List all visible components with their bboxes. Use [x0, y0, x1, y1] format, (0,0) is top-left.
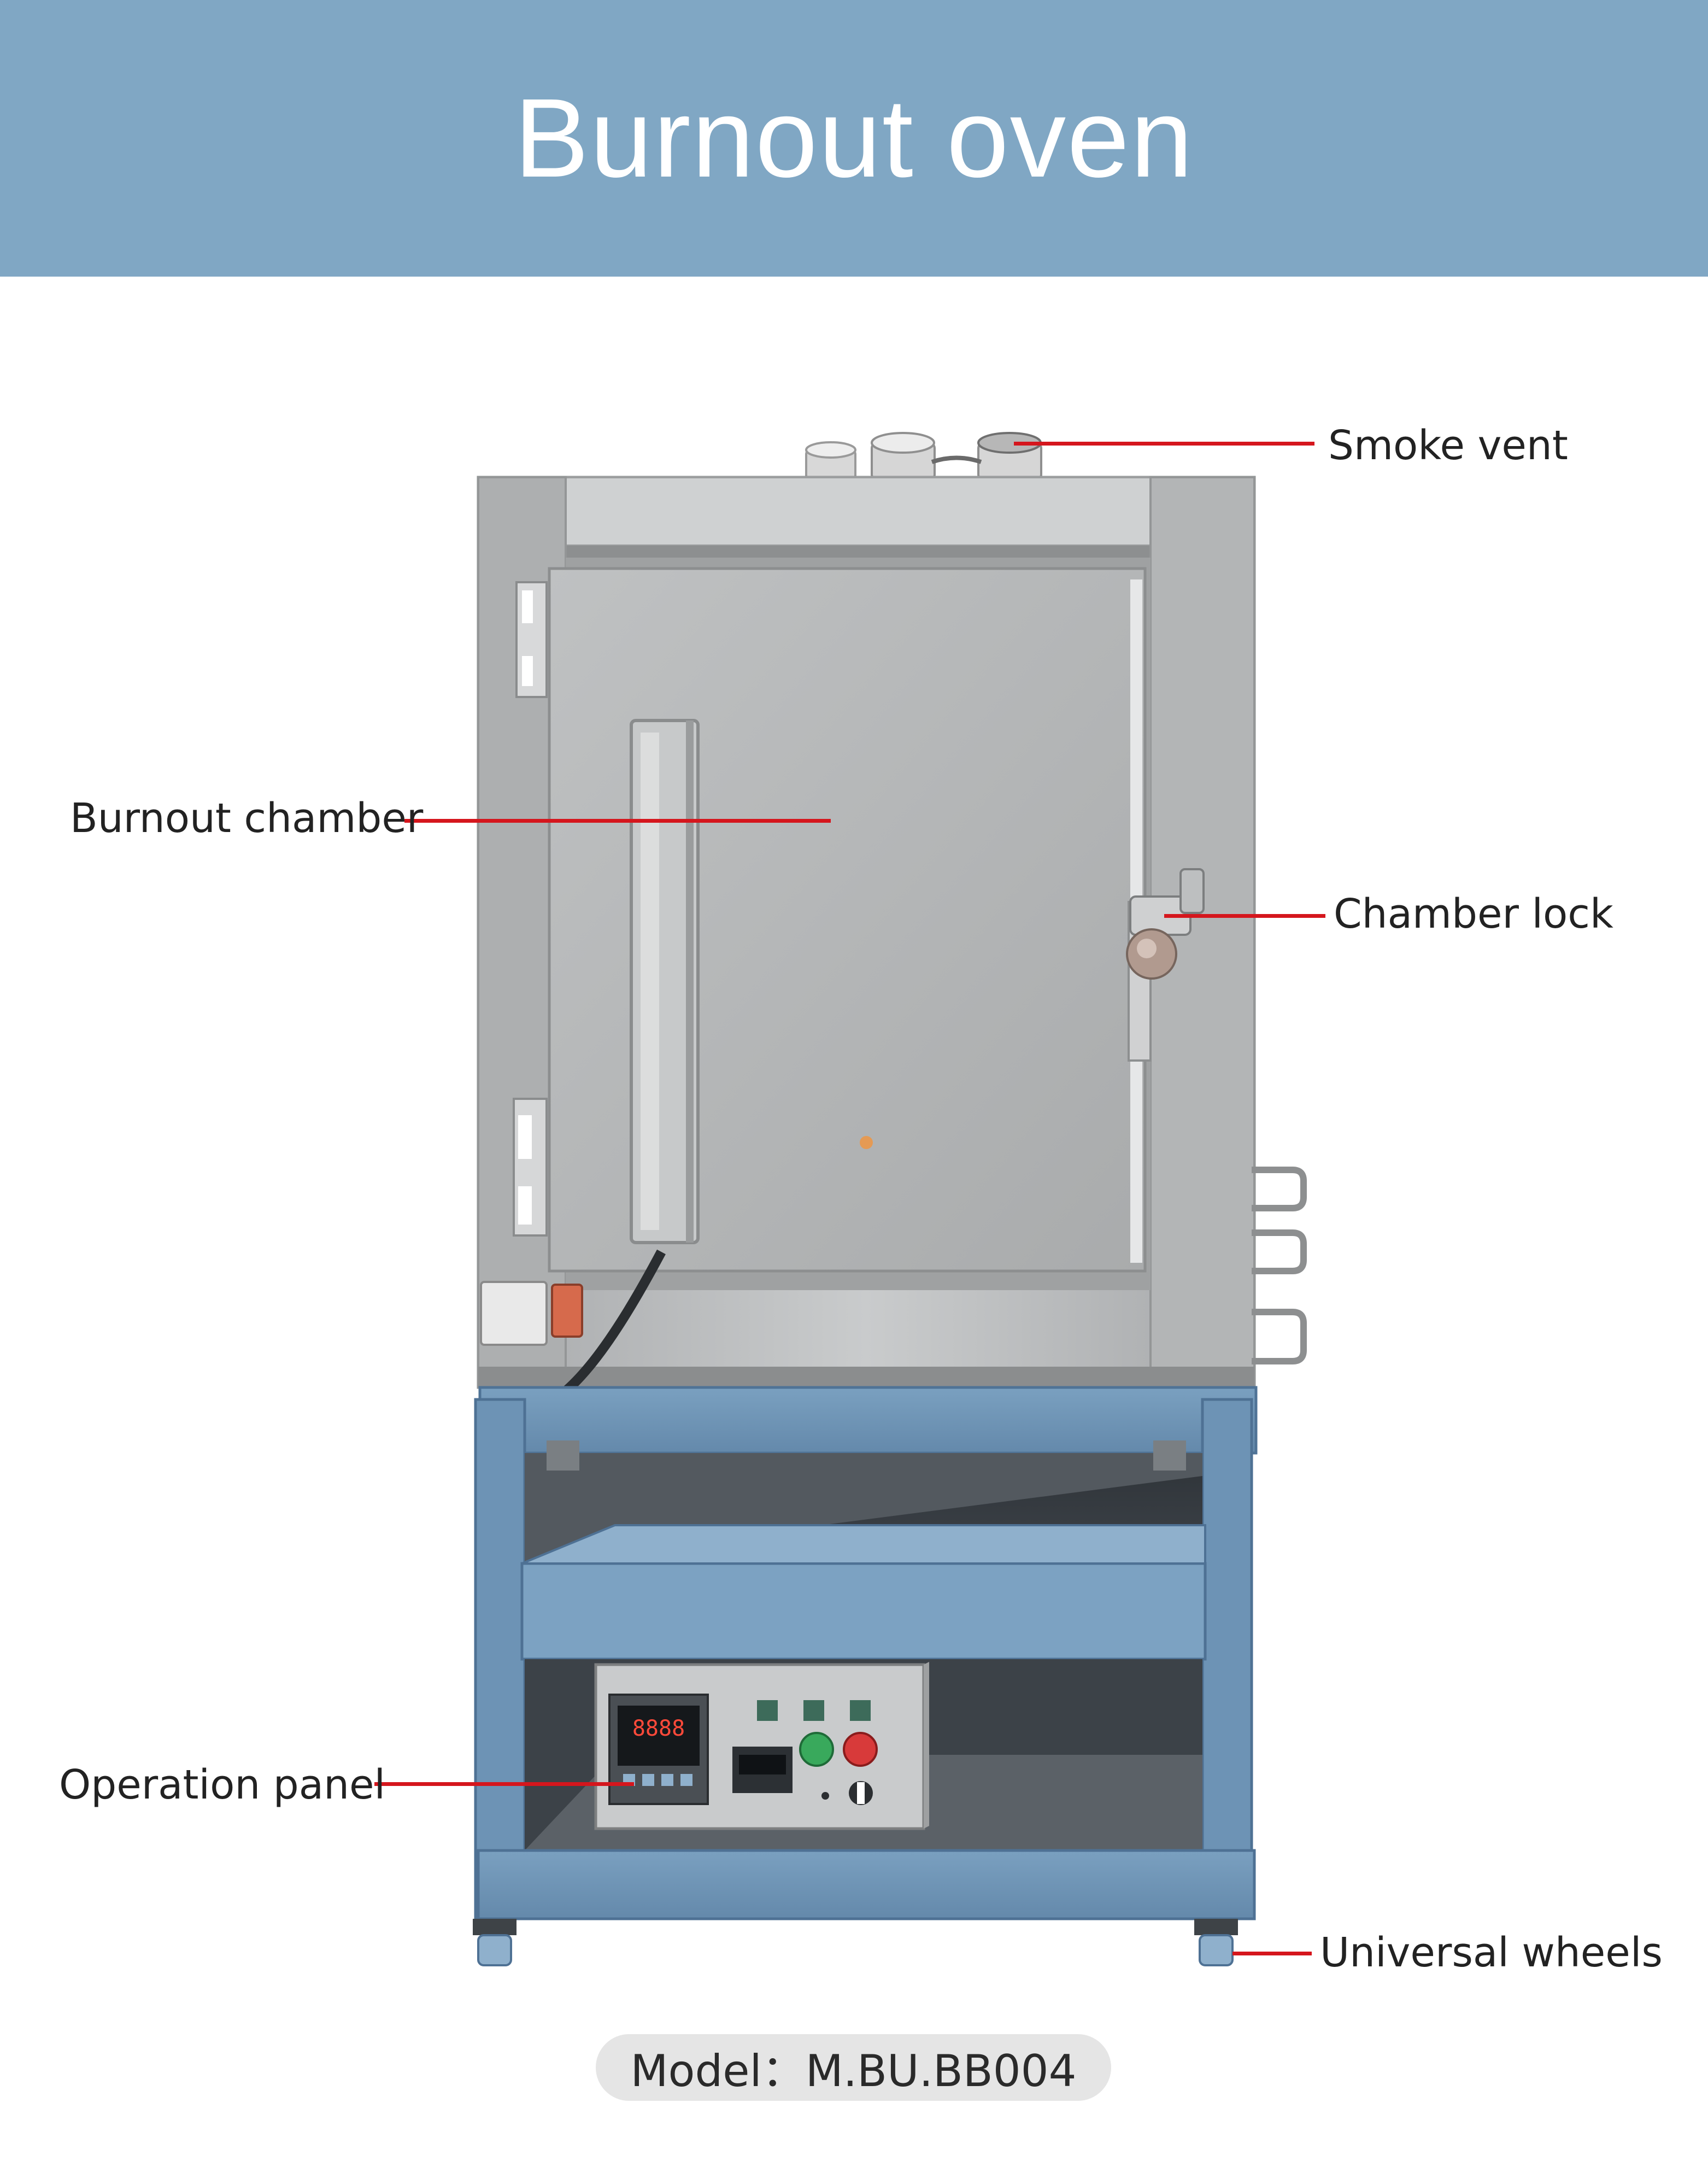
chamber-lock-label: Chamber lock [1334, 891, 1613, 938]
controller-digits: 8888 [632, 1716, 685, 1741]
stand-cart [474, 1386, 1258, 1920]
chamber-door [548, 567, 1147, 1273]
universal-wheels-line [1232, 1952, 1312, 1955]
chamber-lock-latch [1126, 868, 1205, 1062]
hinge-brackets [513, 581, 548, 1237]
model-badge: Model：M.BU.BB004 [596, 2034, 1111, 2101]
title-banner: Burnout oven [0, 0, 1708, 277]
smoke-vent-label: Smoke vent [1328, 422, 1568, 469]
smoke-vent-line [1014, 442, 1314, 446]
burnout-oven-illustration: 8888 [473, 432, 1307, 1966]
operation-panel-unit: 8888 [594, 1662, 929, 1830]
universal-wheels-label: Universal wheels [1320, 1929, 1663, 1976]
smoke-vent-fittings [805, 432, 1042, 481]
operation-panel-label: Operation panel [59, 1761, 386, 1808]
page-title: Burnout oven [514, 75, 1194, 201]
side-handles [1252, 1167, 1307, 1364]
burnout-chamber-line [404, 819, 831, 823]
operation-panel-line [374, 1782, 634, 1786]
universal-wheels-graphic [473, 1919, 1238, 1966]
burnout-chamber-label: Burnout chamber [70, 795, 424, 842]
model-text: Model：M.BU.BB004 [630, 2046, 1077, 2096]
chamber-lock-line [1164, 914, 1325, 918]
